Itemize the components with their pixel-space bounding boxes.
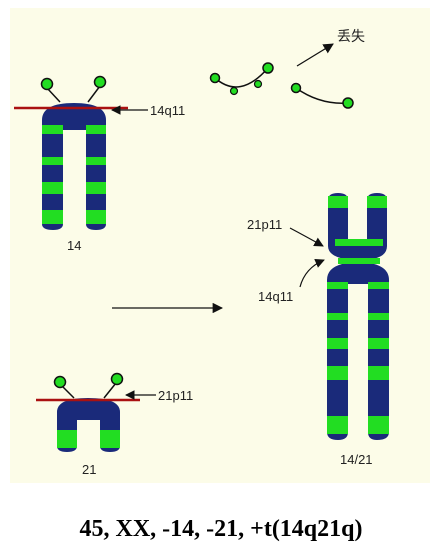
chromosome-14-21: 21p11 14q11 14/21 [247,193,389,467]
lost-fragments: 丢失 [209,28,365,109]
derived-21p11-label: 21p11 [247,217,282,232]
chr14-label: 14 [67,238,81,253]
lost-label: 丢失 [337,28,365,44]
chr14-body [42,103,106,230]
chr21-breakpoint-label: 21p11 [158,388,193,403]
chr14-satellite-left [40,77,54,91]
chr21-label: 21 [82,462,96,477]
derived-14q11-label: 14q11 [258,289,293,304]
derived-label: 14/21 [340,452,373,467]
chromosome-21: 21p11 21 [36,372,193,477]
chromosome-14: 14q11 14 [14,75,185,253]
chr14-satellite-right [93,75,107,89]
translocation-diagram: 14q11 14 丢失 21p11 21 [14,28,389,477]
karyotype-caption: 45, XX, -14, -21, +t(14q21q) [79,516,363,542]
chr14-breakpoint-label: 14q11 [150,103,185,118]
